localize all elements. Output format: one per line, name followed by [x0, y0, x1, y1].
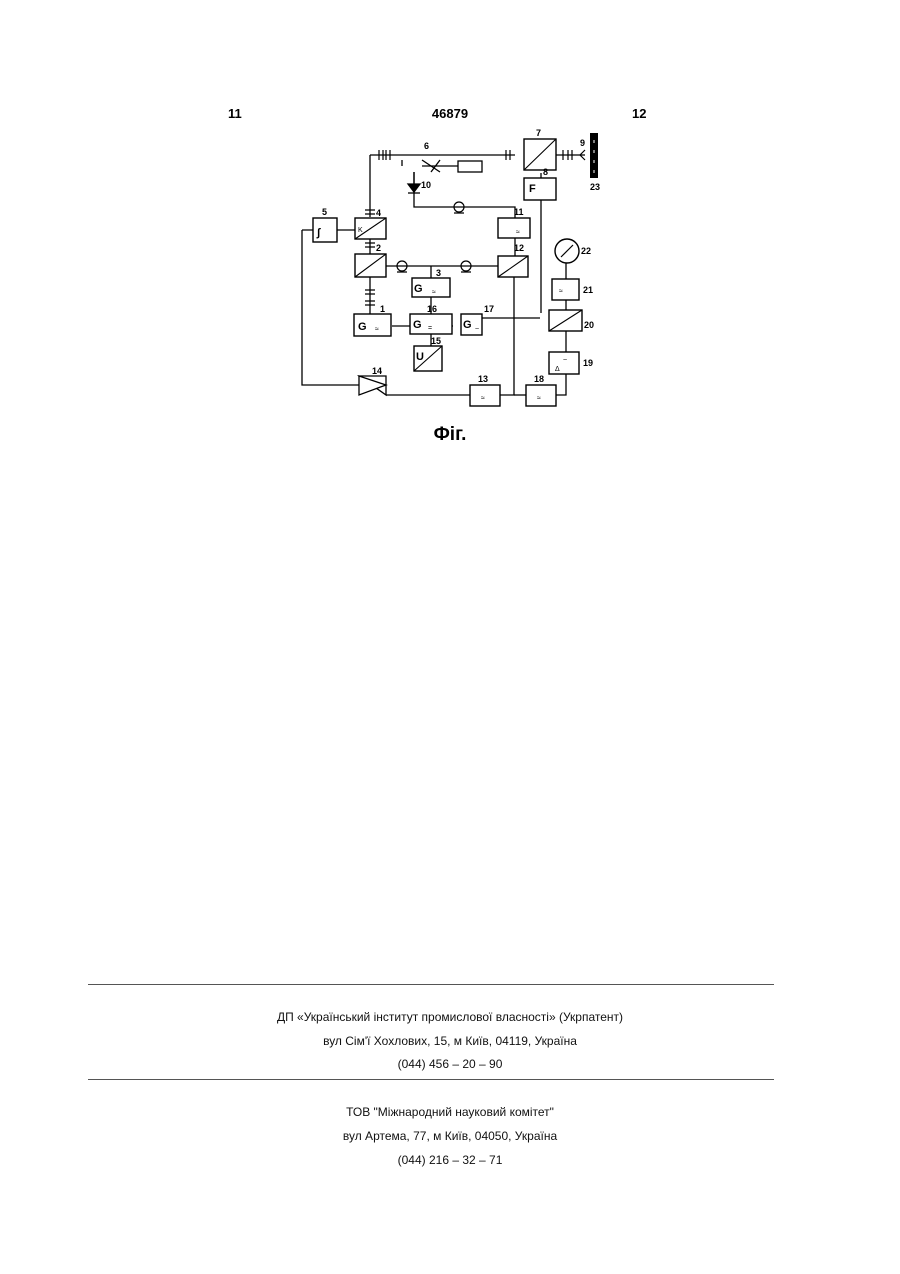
label-16: 16 — [427, 304, 437, 314]
label-23: 23 — [590, 182, 600, 192]
block-18 — [526, 385, 556, 406]
label-22: 22 — [581, 246, 591, 256]
approx-glyph-3: ≈ — [432, 289, 436, 296]
label-7: 7 — [536, 128, 541, 138]
label-20: 20 — [584, 320, 594, 330]
label-10: 10 — [421, 180, 431, 190]
org2-phone: (044) 216 – 32 – 71 — [0, 1153, 900, 1167]
label-1: 1 — [380, 304, 385, 314]
block-diagram: ∫ K G ≈ G ≈ G = G ~ U F ≈ ≈ ~ Δ ≈ ≈ 5 4 … — [0, 0, 900, 420]
approx-glyph-1: ≈ — [375, 326, 379, 333]
label-18: 18 — [534, 374, 544, 384]
u-glyph-15: U — [416, 351, 424, 363]
f-glyph-8: F — [529, 183, 536, 195]
g-glyph-1: G — [358, 321, 367, 333]
tilde-glyph-19: ~ — [563, 357, 567, 364]
block-21 — [552, 279, 579, 300]
org2-address: вул Артема, 77, м Київ, 04050, Україна — [0, 1129, 900, 1143]
label-2: 2 — [376, 243, 381, 253]
figure-caption: Фіг. — [0, 424, 900, 446]
label-13: 13 — [478, 374, 488, 384]
label-15: 15 — [431, 336, 441, 346]
dash-glyph-16: = — [428, 325, 432, 332]
g-glyph-3: G — [414, 283, 423, 295]
label-17: 17 — [484, 304, 494, 314]
delta-glyph-19: Δ — [555, 366, 560, 373]
block-11 — [498, 218, 530, 238]
label-3: 3 — [436, 268, 441, 278]
block-13 — [470, 385, 500, 406]
label-5: 5 — [322, 207, 327, 217]
footer-rule-bottom — [88, 1079, 774, 1080]
label-21: 21 — [583, 285, 593, 295]
label-19: 19 — [583, 358, 593, 368]
org1-phone: (044) 456 – 20 – 90 — [0, 1057, 900, 1071]
kp-glyph: K — [358, 227, 363, 234]
label-9: 9 — [580, 138, 585, 148]
approx-glyph-13: ≈ — [481, 395, 485, 402]
label-11: 11 — [514, 207, 524, 217]
label-6: 6 — [424, 141, 429, 151]
org1-name: ДП «Український інститут промислової вла… — [0, 1010, 900, 1024]
footer-rule-top — [88, 984, 774, 985]
org1-address: вул Сім'ї Хохлових, 15, м Київ, 04119, У… — [0, 1034, 900, 1048]
approx-glyph-21: ≈ — [559, 288, 563, 295]
label-4: 4 — [376, 208, 381, 218]
label-14: 14 — [372, 366, 382, 376]
approx-glyph-11: ≈ — [516, 229, 520, 236]
approx-glyph-18: ≈ — [537, 395, 541, 402]
label-8: 8 — [543, 167, 548, 177]
org2-name: ТОВ "Міжнародний науковий комітет" — [0, 1105, 900, 1119]
g-glyph-16: G — [413, 319, 422, 331]
g-glyph-17: G — [463, 319, 472, 331]
tilde-glyph-17: ~ — [475, 326, 479, 333]
label-12: 12 — [514, 243, 524, 253]
